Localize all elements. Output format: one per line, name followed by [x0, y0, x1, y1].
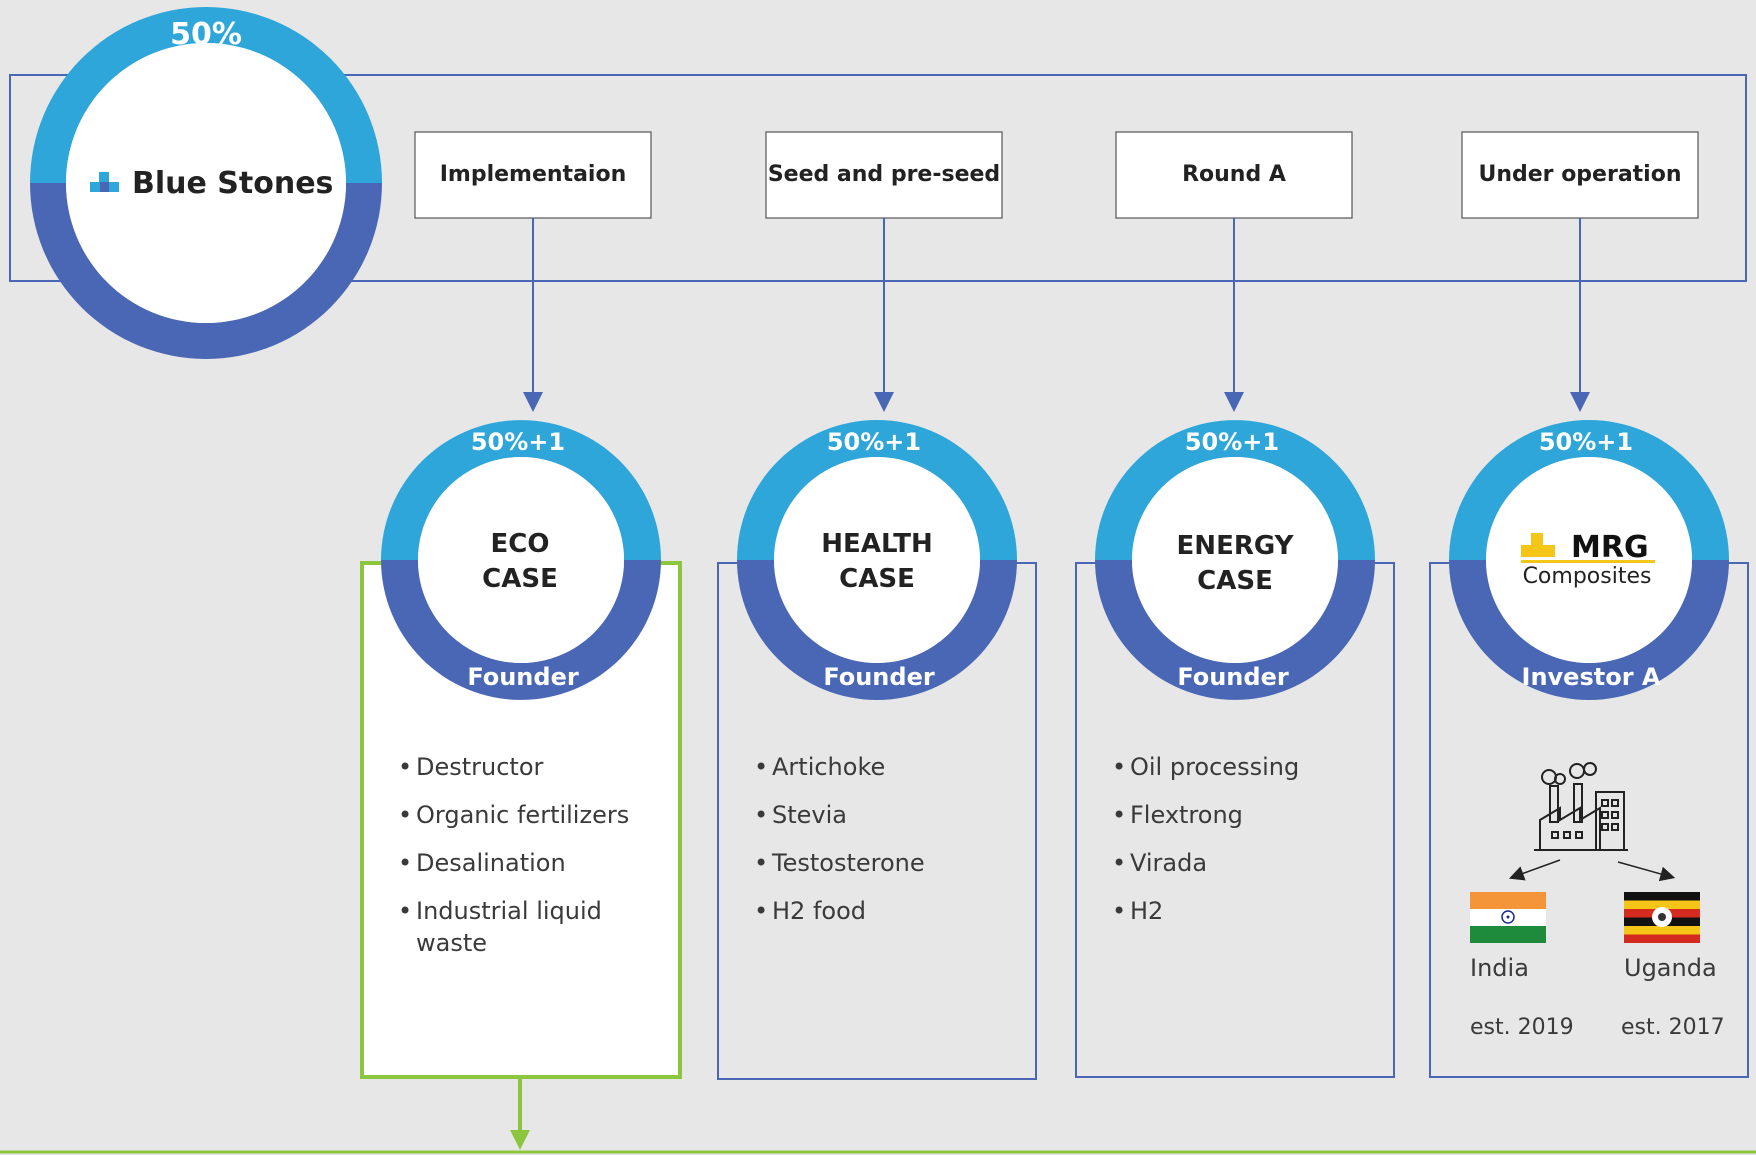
stages-frame	[9, 74, 1747, 282]
list-bullet: •	[754, 753, 768, 781]
stage-box-round-a	[1115, 131, 1353, 219]
site-established-india: est. 2019	[1470, 1015, 1574, 1040]
list-item: Testosterone	[771, 849, 925, 877]
list-bullet: •	[398, 849, 412, 877]
list-item: waste	[416, 929, 487, 957]
list-item: H2 food	[772, 897, 866, 925]
list-bullet: •	[398, 753, 412, 781]
factory-icon	[1534, 762, 1628, 851]
list-item: Artichoke	[772, 753, 885, 781]
list-item: Desalination	[416, 849, 566, 877]
eco-case-ring	[381, 420, 661, 700]
india-flag-icon	[1470, 892, 1546, 943]
eco-case-name-line2: CASE	[482, 564, 558, 594]
site-established-uganda: est. 2017	[1621, 1015, 1725, 1040]
list-bullet: •	[398, 801, 412, 829]
stage-label-operation: Under operation	[1478, 162, 1681, 187]
parent-share-label: 50%	[170, 17, 242, 52]
blue-stones-logo-text: Blue Stones	[132, 166, 333, 201]
list-item: Oil processing	[1130, 753, 1299, 781]
stage-label-implementation: Implementaion	[440, 162, 627, 187]
list-bullet: •	[754, 849, 768, 877]
arrow-to-uganda	[1617, 861, 1676, 882]
blue-stones-ring	[30, 7, 382, 359]
list-item: Stevia	[772, 801, 847, 829]
arrow-to-india	[1508, 859, 1561, 881]
list-bullet: •	[1112, 849, 1126, 877]
stage-box-seed	[765, 131, 1003, 219]
list-item: Flextrong	[1130, 801, 1243, 829]
list-bullet: •	[1112, 897, 1126, 925]
blue-stones-logo-icon	[90, 172, 119, 192]
site-country-uganda: Uganda	[1624, 954, 1717, 982]
health-case-ring	[737, 420, 1017, 700]
eco-case-role: Founder	[467, 663, 579, 691]
site-country-india: India	[1470, 954, 1529, 982]
list-bullet: •	[1112, 753, 1126, 781]
mrg-logo-icon	[1521, 533, 1555, 557]
stage-box-implementation	[414, 131, 652, 219]
health-case-name-line2: CASE	[839, 564, 915, 594]
stage-label-seed: Seed and pre-seed	[768, 162, 1000, 187]
health-case-role: Founder	[823, 663, 935, 691]
mrg-logo-subtext: Composites	[1523, 564, 1652, 589]
mrg-role: Investor A	[1522, 663, 1661, 691]
health-case-share: 50%+1	[827, 428, 921, 456]
energy-case-share: 50%+1	[1185, 428, 1279, 456]
energy-case-ring	[1095, 420, 1375, 700]
uganda-flag-icon	[1624, 892, 1700, 943]
list-item: Destructor	[416, 753, 544, 781]
eco-case-list: • Destructor • Organic fertilizers • Des…	[398, 753, 629, 957]
eco-case-name-line1: ECO	[491, 529, 550, 559]
energy-case-list: • Oil processing • Flextrong • Virada • …	[1112, 753, 1299, 925]
list-bullet: •	[754, 897, 768, 925]
list-bullet: •	[754, 801, 768, 829]
list-item: Organic fertilizers	[416, 801, 629, 829]
health-case-list: • Artichoke • Stevia • Testosterone • H2…	[754, 753, 925, 925]
energy-case-name-line2: CASE	[1197, 566, 1273, 596]
list-bullet: •	[1112, 801, 1126, 829]
list-bullet: •	[398, 897, 412, 925]
mrg-logo-underline	[1521, 560, 1655, 563]
energy-case-role: Founder	[1177, 663, 1289, 691]
list-item: Virada	[1130, 849, 1207, 877]
eco-case-share: 50%+1	[471, 428, 565, 456]
health-case-name-line1: HEALTH	[821, 529, 932, 559]
energy-case-name-line1: ENERGY	[1177, 531, 1295, 561]
stage-label-round-a: Round A	[1182, 162, 1286, 187]
list-item: H2	[1130, 897, 1163, 925]
list-item: Industrial liquid	[416, 897, 602, 925]
green-arrowhead	[510, 1130, 530, 1150]
mrg-logo-text: MRG	[1571, 530, 1649, 565]
mrg-share: 50%+1	[1539, 428, 1633, 456]
